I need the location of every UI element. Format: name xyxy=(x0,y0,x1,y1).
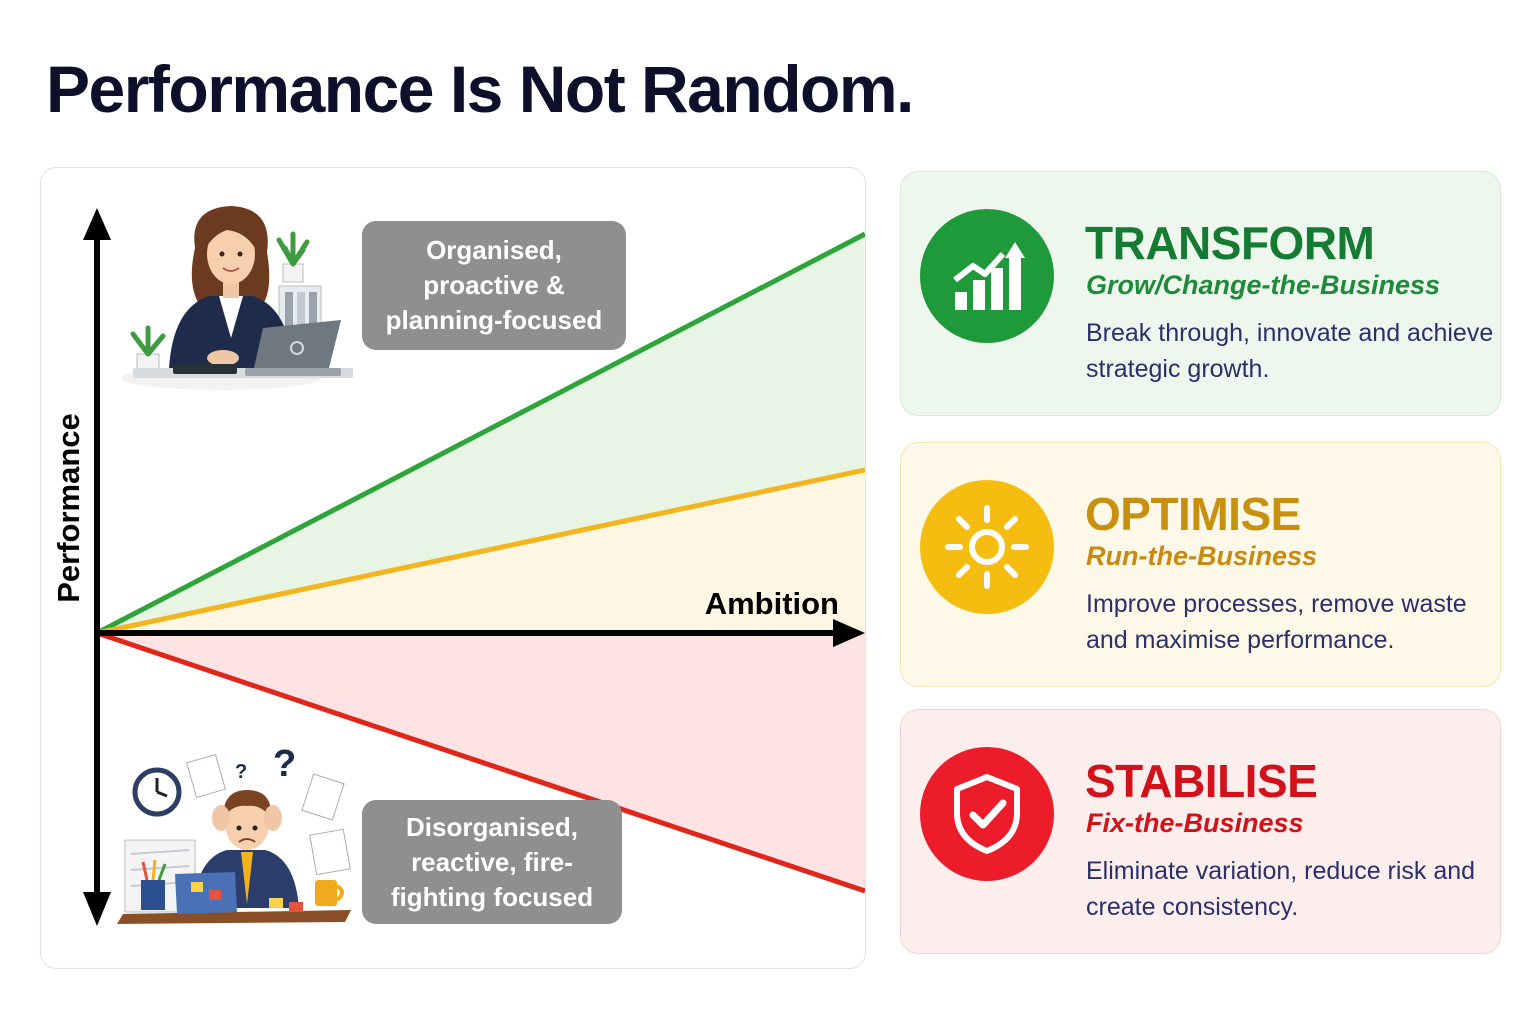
card-heading: OPTIMISE xyxy=(1085,488,1301,540)
stressed-worker-at-messy-desk-icon: ? ? xyxy=(117,743,351,924)
card-subheading: Fix-the-Business xyxy=(1086,808,1304,838)
card-heading: STABILISE xyxy=(1085,755,1318,807)
optimise-card: OPTIMISE Run-the-Business Improve proces… xyxy=(900,442,1501,687)
disorganised-label-bubble: Disorganised, reactive, fire-fighting fo… xyxy=(362,800,622,924)
stabilise-line xyxy=(96,630,865,894)
organised-label-bubble: Organised, proactive & planning-focused xyxy=(362,221,626,350)
page-title: Performance Is Not Random. xyxy=(46,52,914,126)
card-description: Break through, innovate and achieve stra… xyxy=(1086,319,1494,383)
ambition-performance-diagram: Ambition Performance xyxy=(40,167,866,969)
stabilise-card: STABILISE Fix-the-Business Eliminate var… xyxy=(900,709,1501,954)
organised-professional-at-desk-icon xyxy=(121,206,353,390)
svg-text:?: ? xyxy=(273,743,296,785)
optimise-line xyxy=(96,467,865,636)
y-axis-arrow-down xyxy=(83,892,111,926)
card-description: Eliminate variation, reduce risk and cre… xyxy=(1086,857,1476,921)
shield-check-icon xyxy=(920,747,1054,881)
card-subheading: Grow/Change-the-Business xyxy=(1086,270,1441,300)
x-axis-arrow xyxy=(833,619,865,647)
svg-text:?: ? xyxy=(235,761,247,783)
sun-icon xyxy=(920,480,1054,614)
transform-line xyxy=(95,231,865,636)
y-axis-label: Performance xyxy=(51,413,86,603)
card-description: Improve processes, remove waste and maxi… xyxy=(1086,590,1467,654)
y-axis-arrow-up xyxy=(83,208,111,240)
transform-card: TRANSFORM Grow/Change-the-Business Break… xyxy=(900,171,1501,416)
growth-chart-icon xyxy=(920,209,1054,343)
card-subheading: Run-the-Business xyxy=(1086,541,1318,571)
card-heading: TRANSFORM xyxy=(1085,217,1375,269)
x-axis-label: Ambition xyxy=(705,586,839,621)
diagram-canvas: Ambition Performance xyxy=(51,206,865,926)
